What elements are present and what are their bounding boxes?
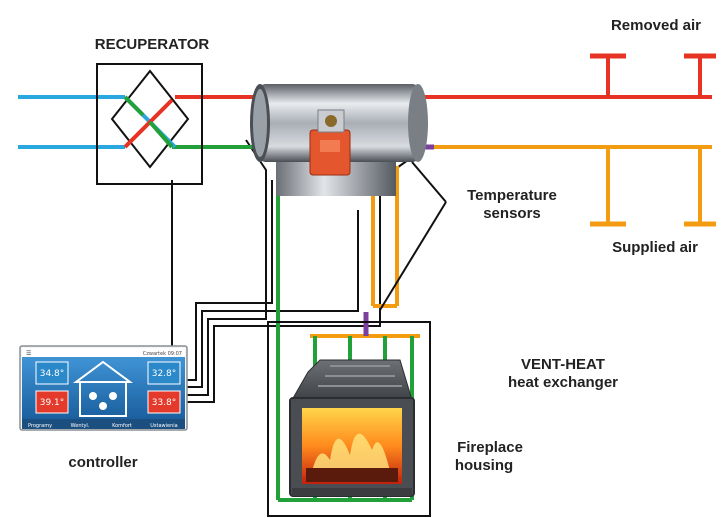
vent-heat-label-line2: heat exchanger xyxy=(508,374,618,391)
menu-item-2: Komfort xyxy=(112,423,132,429)
fireplace-housing-label-line1: Fireplace xyxy=(457,439,523,456)
temperature-sensors-label-line1: Temperature xyxy=(467,187,557,204)
controller-header-left: ☰ xyxy=(26,350,31,357)
fireplace-housing-label-line2: housing xyxy=(455,457,513,474)
menu-item-3: Ustawienia xyxy=(150,423,177,429)
recuperator xyxy=(97,64,202,184)
recuperator-label: RECUPERATOR xyxy=(95,36,210,53)
menu-item-1: Wentyl. xyxy=(71,423,90,429)
temperature-sensors-label-line2: sensors xyxy=(483,205,541,222)
temp-bottom-left: 39.1° xyxy=(40,398,65,408)
fireplace-insert xyxy=(290,360,414,496)
blue-pipes xyxy=(18,97,125,147)
vent-heat-label-line1: VENT-HEAT xyxy=(521,356,605,373)
damper-pipe xyxy=(250,84,428,196)
temp-top-right: 32.8° xyxy=(152,369,177,379)
menu-item-0: Programy xyxy=(28,423,52,429)
controller-device: ☰ Czwartek 09:07 34.8° 32.8° 39.1° 33.8°… xyxy=(20,346,187,430)
removed-air-label: Removed air xyxy=(611,17,701,34)
supplied-air-label: Supplied air xyxy=(612,239,698,256)
temp-bottom-right: 33.8° xyxy=(152,398,177,408)
controller-header-right: Czwartek 09:07 xyxy=(143,351,182,357)
temp-top-left: 34.8° xyxy=(40,369,65,379)
controller-label: controller xyxy=(68,454,137,471)
